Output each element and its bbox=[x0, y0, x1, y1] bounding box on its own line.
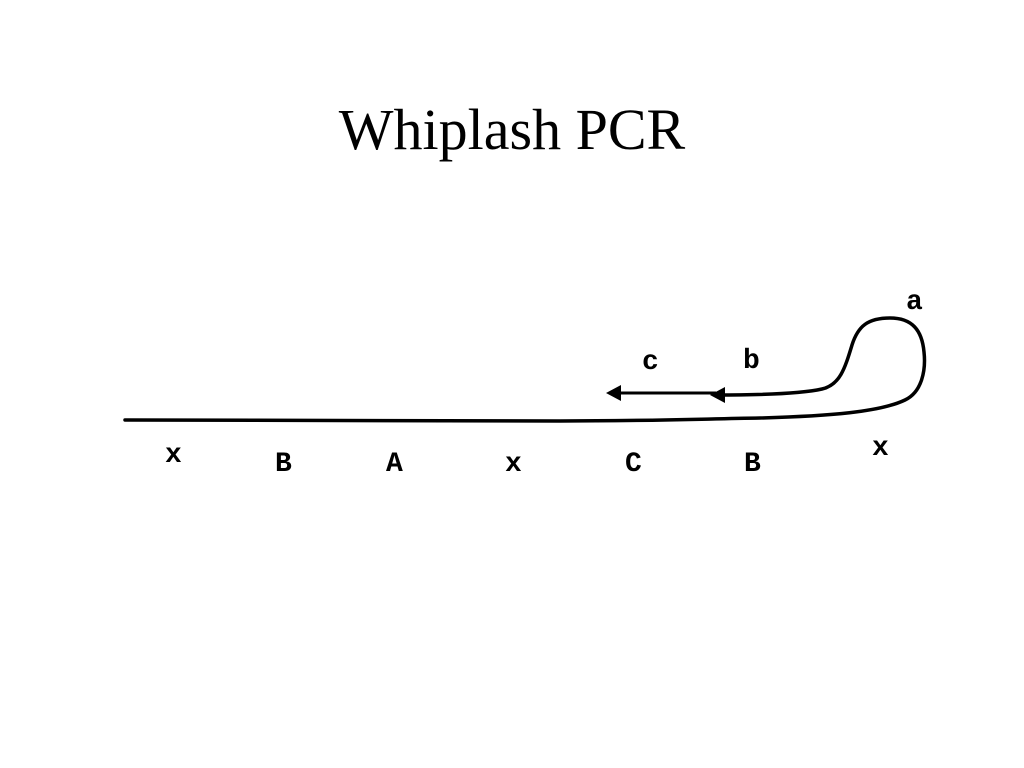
dna-strand bbox=[123, 316, 927, 423]
segment-label-B-2: B bbox=[744, 449, 761, 480]
segment-label-B-1: B bbox=[275, 449, 292, 480]
slide-title: Whiplash PCR bbox=[338, 97, 686, 162]
segment-label-C: C bbox=[625, 449, 642, 480]
hairpin-label-a: a bbox=[906, 287, 923, 318]
segment-label-A: A bbox=[386, 449, 403, 480]
segment-label-x-3: x bbox=[872, 433, 889, 464]
extension-arrowhead-c bbox=[606, 385, 621, 401]
segment-label-x-1: x bbox=[165, 440, 182, 471]
extension-arrowhead-b bbox=[710, 387, 725, 403]
segment-label-x-2: x bbox=[505, 449, 522, 480]
extension-label-b: b bbox=[743, 346, 760, 377]
extension-label-c: c bbox=[642, 347, 659, 378]
